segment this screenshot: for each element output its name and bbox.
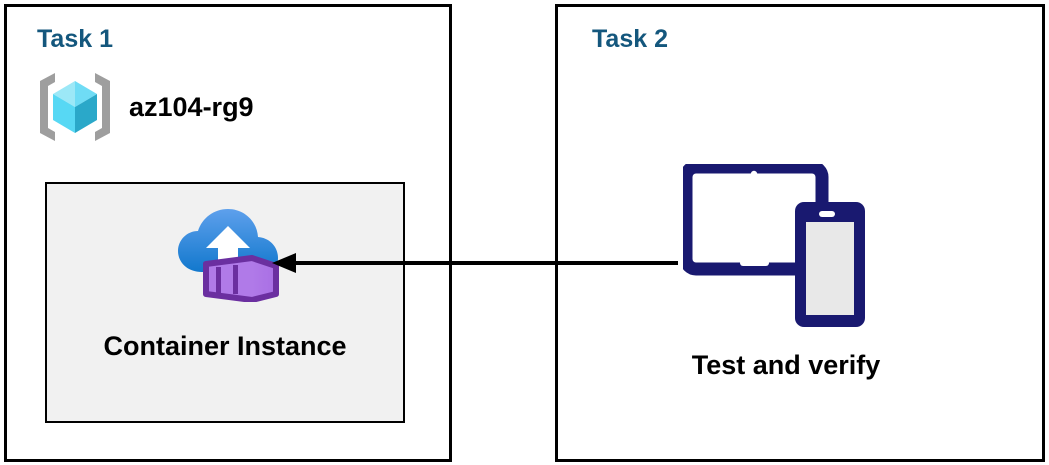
panel-task-1: Task 1 az104-rg9 [4, 4, 452, 462]
container-instance-icon [178, 209, 279, 302]
panel-title-task-1: Task 1 [37, 25, 113, 53]
devices-tablet-phone-icon [683, 164, 865, 327]
panel-title-task-2: Task 2 [592, 25, 668, 53]
container-instance-box: Container Instance [45, 182, 405, 423]
container-instance-label: Container Instance [103, 331, 347, 361]
test-and-verify-label: Test and verify [691, 350, 881, 380]
resource-group-label: az104-rg9 [129, 91, 254, 122]
resource-group-icon [40, 73, 110, 141]
resource-group-row: az104-rg9 [35, 69, 254, 145]
arrow-left-icon [272, 253, 678, 273]
